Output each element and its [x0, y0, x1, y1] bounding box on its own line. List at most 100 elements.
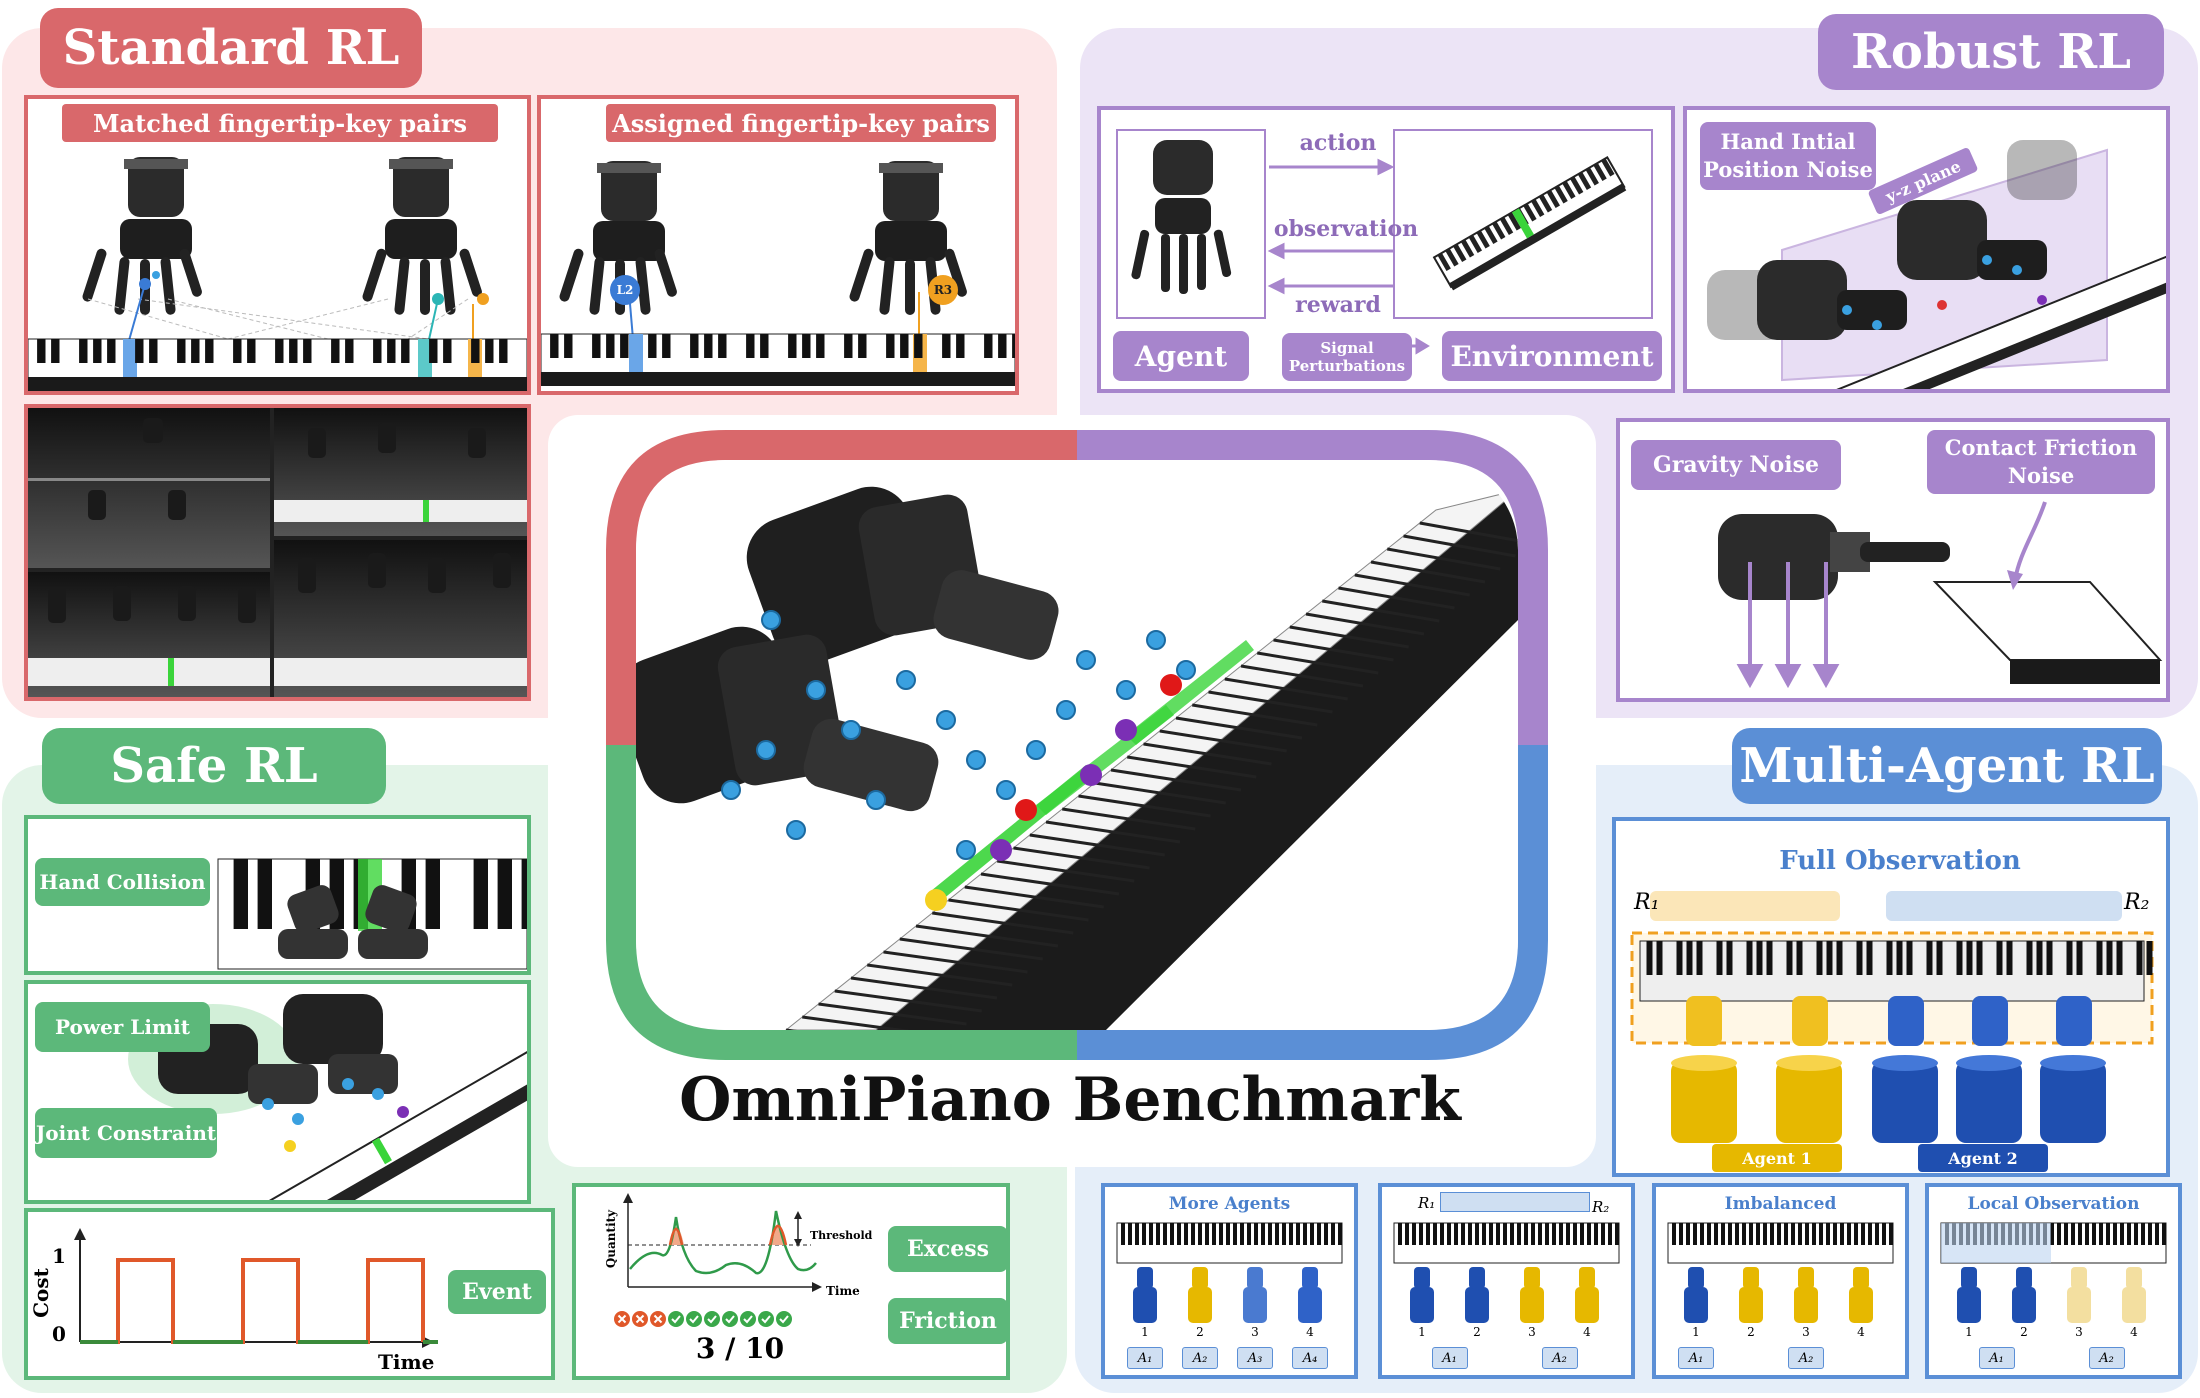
black-key: [1798, 1223, 1802, 1245]
black-key: [1763, 1223, 1767, 1245]
black-key: [1836, 941, 1843, 975]
threshold-panel: [572, 1183, 1010, 1380]
big-robot-hand-front: [636, 626, 939, 812]
black-key: [704, 334, 713, 358]
black-key: [387, 339, 396, 363]
black-key: [2092, 1223, 2096, 1245]
big-black-key: [1370, 560, 1486, 584]
black-key: [1601, 1223, 1605, 1245]
black-key: [1128, 1223, 1132, 1245]
agent-hand: [1961, 1267, 1977, 1289]
agent-hand: [1743, 1267, 1759, 1289]
sim-robot-hands: [48, 418, 511, 623]
black-key: [900, 334, 909, 358]
black-key: [1317, 1223, 1321, 1245]
black-key: [1608, 1223, 1612, 1245]
black-key: [1492, 221, 1506, 240]
black-key: [1976, 941, 1983, 975]
black-key: [592, 334, 601, 358]
black-key: [1454, 1223, 1458, 1245]
agent-body: [1739, 1287, 1763, 1323]
black-key: [1489, 1223, 1493, 1245]
simulation-screenshots: [28, 408, 527, 697]
big-black-key: [850, 976, 998, 1000]
black-key: [1770, 1223, 1774, 1245]
imbalanced-title: Imbalanced: [1724, 1194, 1837, 1214]
black-key: [1205, 1223, 1209, 1245]
black-key: [2076, 941, 2083, 975]
black-key: [1566, 1223, 1570, 1245]
black-key: [1012, 334, 1021, 358]
black-key: [1956, 941, 1963, 975]
black-key: [497, 859, 512, 929]
black-key: [1646, 941, 1653, 975]
black-key: [1219, 1223, 1223, 1245]
big-black-key: [1386, 547, 1501, 571]
agent-body: [1849, 1287, 1873, 1323]
black-key: [1503, 1223, 1507, 1245]
black-key: [1707, 1223, 1711, 1245]
hand-noise-illustration: [1707, 140, 2182, 423]
black-key: [1735, 1223, 1739, 1245]
pass-mark: [722, 1311, 738, 1327]
agent-hand: [2016, 1267, 2032, 1289]
black-key: [1453, 243, 1467, 262]
black-key: [718, 334, 727, 358]
black-key: [564, 334, 573, 358]
friction-noise-line1: Contact Friction: [1944, 435, 2138, 460]
black-key: [1531, 1223, 1535, 1245]
tick-0-label: 0: [52, 1322, 66, 1346]
black-key: [1275, 1223, 1279, 1245]
black-key: [499, 339, 508, 363]
agent-body: [2067, 1287, 2091, 1323]
big-black-key: [1354, 573, 1471, 597]
robot-hand-right: [849, 161, 967, 315]
robust-rl-title: Robust RL: [1818, 14, 2164, 90]
robot-hand-left: [82, 157, 202, 315]
hand-collision-panel: [24, 815, 536, 975]
black-key: [1906, 941, 1913, 975]
black-key: [2113, 1223, 2117, 1245]
black-key: [1510, 1223, 1514, 1245]
black-key: [1676, 941, 1683, 975]
black-key: [1331, 1223, 1335, 1245]
black-key: [1826, 1223, 1830, 1245]
black-key: [1552, 1223, 1556, 1245]
big-black-key: [1273, 638, 1394, 662]
hand-number: 4: [1306, 1325, 1314, 1339]
big-black-key: [915, 924, 1059, 948]
black-key: [2120, 1223, 2124, 1245]
big-black-key: [883, 950, 1028, 974]
black-key: [606, 334, 615, 358]
black-key: [2127, 1223, 2131, 1245]
black-key: [1437, 252, 1451, 271]
black-key: [1577, 171, 1592, 190]
black-key: [177, 339, 186, 363]
black-key: [1135, 1223, 1139, 1245]
black-key: [1149, 1223, 1153, 1245]
fail-mark: [614, 1311, 630, 1327]
black-key: [1476, 230, 1490, 249]
black-key: [2071, 1223, 2075, 1245]
black-key: [1721, 1223, 1725, 1245]
black-key: [1482, 1223, 1486, 1245]
multi-agent-rl-title: Multi-Agent RL: [1732, 728, 2162, 804]
agent-id-box: A₂: [1541, 1347, 1578, 1369]
black-key: [1156, 1223, 1160, 1245]
black-key: [443, 339, 452, 363]
big-black-key: [1078, 794, 1211, 818]
hand-number: 1: [1141, 1325, 1149, 1339]
black-key: [485, 339, 494, 363]
full-observation-panel: [1612, 817, 2170, 1177]
black-key: [1261, 1223, 1265, 1245]
black-key: [1445, 248, 1459, 267]
black-key: [1585, 167, 1599, 186]
omnipiano-main-illustration: [606, 430, 1548, 1060]
black-key: [37, 339, 46, 363]
pass-mark: [686, 1311, 702, 1327]
big-black-key: [980, 872, 1120, 896]
black-key: [1475, 1223, 1479, 1245]
big-black-key: [1175, 716, 1303, 740]
